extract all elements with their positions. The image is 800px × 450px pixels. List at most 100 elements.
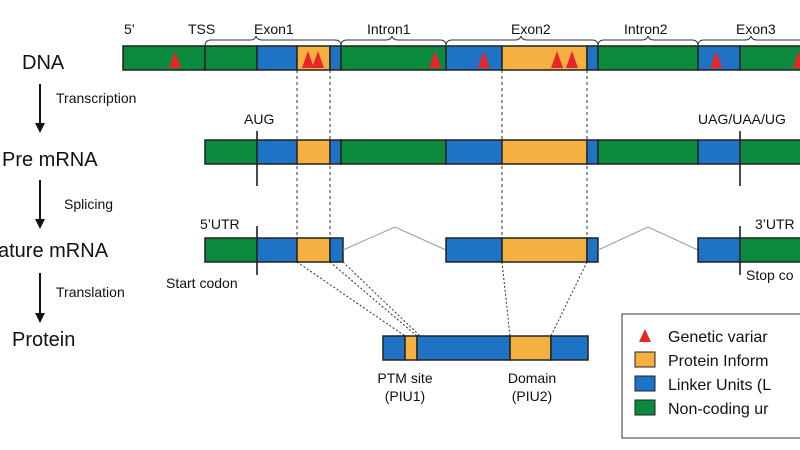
pre-exon3-linker	[697, 139, 741, 165]
translation-mapping	[296, 261, 588, 337]
start-codon-label: Start codon	[166, 275, 238, 291]
triangle-icon	[639, 329, 651, 342]
mapping-line	[342, 261, 421, 337]
stop-codon-label: Stop co	[746, 267, 794, 283]
mapping-line	[296, 261, 406, 337]
region-braces	[204, 35, 800, 47]
brace-exon3	[697, 35, 800, 47]
five-utr-label: 5’UTR	[200, 216, 240, 232]
three-utr-label: 3’UTR	[755, 216, 795, 232]
variant-triangle-icon	[710, 51, 722, 68]
mature-exon1-piu	[296, 237, 331, 263]
pre-exon2-piu	[501, 139, 588, 165]
mature-exon3-linker	[697, 237, 741, 263]
mapping-line	[329, 261, 418, 337]
variant-triangle-icon	[302, 51, 314, 68]
pre-mrna-bar	[204, 139, 800, 165]
dna-promoter-segment	[122, 45, 206, 71]
protein-linker-start	[382, 335, 406, 361]
tss-label: TSS	[188, 21, 215, 37]
swatch-icon	[634, 351, 656, 368]
translation-step: Translation	[35, 273, 125, 323]
dna-exon1-linker-end	[329, 45, 342, 71]
variant-triangle-icon	[429, 51, 441, 68]
legend-item-linker: Linker Units (L	[668, 377, 771, 394]
protein-linker-middle	[416, 335, 511, 361]
pre-exon1-piu	[296, 139, 331, 165]
dna-exon2-linker	[445, 45, 503, 71]
splice-junction-1	[342, 226, 447, 251]
dna-intron2	[597, 45, 699, 71]
ptm-site-label: PTM site	[377, 370, 432, 386]
mature-mrna-label: ature mRNA	[0, 240, 109, 262]
aug-label: AUG	[244, 111, 274, 127]
legend-item-protein: Protein Inform	[668, 353, 768, 370]
variant-triangle-icon	[551, 51, 563, 68]
brace-exon1	[204, 35, 342, 47]
pre-exon1-linker-end	[329, 139, 342, 165]
stop-codons-label: UAG/UAA/UG	[698, 111, 786, 127]
brace-exon2	[445, 35, 599, 47]
intron1-label: Intron1	[367, 21, 411, 37]
splice-junction-2	[597, 226, 699, 251]
variant-triangle-icon	[478, 51, 490, 68]
pre-5utr	[204, 139, 258, 165]
variant-triangle-icon	[169, 51, 181, 68]
piu2-label: (PIU2)	[512, 388, 552, 404]
variant-triangle-icon	[793, 51, 800, 68]
legend-item-variant: Genetic variar	[668, 329, 768, 346]
protein-domain	[509, 335, 552, 361]
mature-exon2-linker	[445, 237, 503, 263]
legend: Genetic variar Protein Inform Linker Uni…	[621, 313, 800, 439]
protein-ptm-site	[404, 335, 418, 361]
genetic-variants	[169, 51, 800, 68]
mapping-line	[501, 261, 511, 337]
pre-mrna-label: Pre mRNA	[2, 149, 98, 171]
variant-triangle-icon	[566, 51, 578, 68]
splicing-label: Splicing	[64, 196, 113, 212]
pre-intron2	[597, 139, 699, 165]
dna-region-labels: 5’ TSS Exon1 Intron1 Exon2 Intron2 Exon3	[124, 21, 776, 37]
pre-3utr	[739, 139, 800, 165]
dna-exon1-linker	[256, 45, 298, 71]
mature-3utr	[739, 237, 800, 263]
brace-intron2	[597, 35, 699, 47]
variant-triangle-icon	[312, 51, 324, 68]
domain-label: Domain	[508, 370, 556, 386]
mature-exon2-piu	[501, 237, 588, 263]
legend-item-noncoding: Non-coding ur	[668, 401, 769, 418]
exon3-label: Exon3	[736, 21, 776, 37]
dna-5utr-segment	[204, 45, 258, 71]
mature-exon1-linker-end	[329, 237, 344, 263]
mature-5utr	[204, 237, 258, 263]
piu1-label: (PIU1)	[385, 388, 425, 404]
swatch-icon	[634, 375, 656, 392]
five-prime-label: 5’	[124, 21, 135, 37]
exon1-label: Exon1	[254, 21, 294, 37]
protein-bar	[382, 335, 589, 361]
dna-intron1	[340, 45, 447, 71]
protein-linker-end	[550, 335, 589, 361]
alignment-guides	[296, 70, 588, 238]
swatch-icon	[634, 399, 656, 416]
brace-intron1	[340, 35, 447, 47]
mature-exon1-linker	[256, 237, 298, 263]
protein-label: Protein	[12, 329, 75, 351]
dna-3utr-segment	[739, 45, 800, 71]
dna-exon2-linker-end	[586, 45, 599, 71]
exon2-label: Exon2	[511, 21, 551, 37]
dna-label: DNA	[22, 52, 65, 74]
dna-bar	[122, 45, 800, 71]
pre-exon1-linker	[256, 139, 298, 165]
pre-exon2-linker-end	[586, 139, 599, 165]
mature-mrna-bar	[204, 226, 800, 263]
pre-intron1	[340, 139, 447, 165]
mapping-line	[550, 261, 588, 337]
intron2-label: Intron2	[624, 21, 668, 37]
translation-label: Translation	[56, 284, 125, 300]
transcription-label: Transcription	[56, 90, 136, 106]
transcription-step: Transcription	[35, 84, 136, 133]
splicing-step: Splicing	[35, 180, 113, 229]
pre-exon2-linker	[445, 139, 503, 165]
